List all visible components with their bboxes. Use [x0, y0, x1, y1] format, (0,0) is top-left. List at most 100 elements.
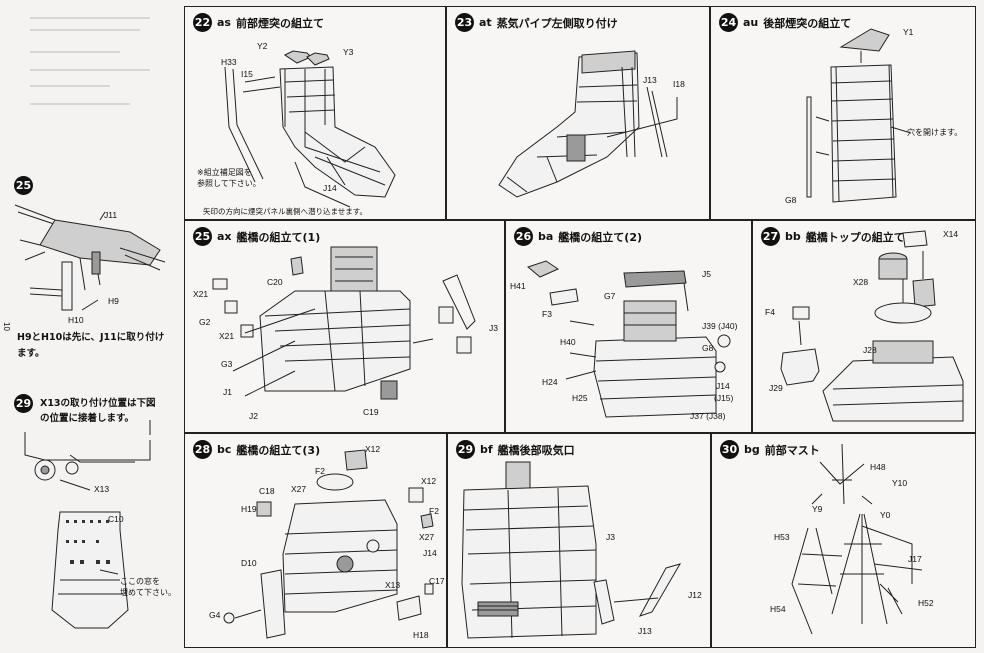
part-label-h19: H19	[241, 504, 257, 514]
part-label-y2: Y2	[257, 41, 268, 51]
part-label-j5: J5	[702, 269, 711, 279]
part-label-f2-top: F2	[315, 466, 325, 476]
step-title: 艦橋の組立て(3)	[236, 443, 321, 457]
step-title: 艦橋の組立て(2)	[558, 230, 643, 244]
part-label-x28: X28	[853, 277, 869, 287]
part-label-f4: F4	[765, 307, 775, 317]
part-label-y0: Y0	[880, 510, 891, 520]
part-label-h52: H52	[918, 598, 934, 608]
part-label-j1: J1	[223, 387, 232, 397]
step-header: 25 ax 艦橋の組立て(1)	[193, 227, 320, 246]
part-label-c17: C17	[429, 576, 445, 586]
step-code: bg	[744, 443, 760, 456]
part-label-h48: H48	[870, 462, 886, 472]
step-header: 30 bg 前部マスト	[720, 440, 820, 459]
step-header: 22 as 前部煙突の組立て	[193, 13, 324, 32]
bridge-assembly-3-illustration	[223, 449, 434, 639]
part-label-c10: C10	[108, 514, 124, 524]
part-label-x13: X13	[385, 580, 401, 590]
step-23-panel: 23 at 蒸気パイプ左側取り付け J13 I18	[446, 6, 710, 220]
foremast-illustration	[791, 443, 923, 635]
part-label-g8: G8	[702, 343, 714, 353]
part-label-j14: J14	[323, 183, 337, 193]
step-27-panel: 27 bb 艦橋トップの組立て X14 X28 F4 J28 J29	[752, 220, 976, 433]
step-number-badge: 29	[456, 440, 475, 459]
step-24-panel: 24 au 後部煙突の組立て Y1 G8 穴を開けます。	[710, 6, 976, 220]
part-label-h54: H54	[770, 604, 786, 614]
part-label-j37: J37 (J38)	[690, 411, 726, 421]
part-label-h53: H53	[774, 532, 790, 542]
part-label-x12-top: X12	[365, 444, 381, 454]
part-label-j13: J13	[638, 626, 652, 636]
part-label-f3: F3	[542, 309, 552, 319]
step-title: 蒸気パイプ左側取り付け	[496, 16, 618, 30]
step-22-panel: 22 as 前部煙突の組立て Y2 Y3 H33 I15 J14 ※組立補足図を…	[184, 6, 446, 220]
part-label-h24: H24	[542, 377, 558, 387]
part-label-x14: X14	[943, 229, 959, 239]
step-number-badge: 29	[14, 394, 33, 413]
part-label-j13: J13	[643, 75, 657, 85]
step-title: 艦橋の組立て(1)	[236, 230, 321, 244]
part-label-x12-right: X12	[421, 476, 437, 486]
step-number-badge: 24	[719, 13, 738, 32]
step-30-panel: 30 bg 前部マスト H48 Y10 Y9 Y0 H53 J17 H54 H5…	[711, 433, 976, 648]
step-header: 26 ba 艦橋の組立て(2)	[514, 227, 642, 246]
part-label-j15: (J15)	[714, 393, 734, 403]
step-header: 27 bb 艦橋トップの組立て	[761, 227, 905, 246]
part-label-x27-right: X27	[419, 532, 435, 542]
bridge-assembly-1-illustration	[212, 246, 476, 400]
step-header: 24 au 後部煙突の組立て	[719, 13, 851, 32]
part-label-y10: Y10	[892, 478, 908, 488]
part-label-y1: Y1	[903, 27, 914, 37]
part-label-f2-right: F2	[429, 506, 439, 516]
step-number-badge: 25	[193, 227, 212, 246]
left-step-29: 29 X13の取り付け位置は下図 の位置に接着します。 X13 C10 ここの窓…	[0, 380, 184, 653]
part-label-j28: J28	[863, 345, 877, 355]
part-label-j2: J2	[249, 411, 258, 421]
part-label-j11: J11	[104, 210, 118, 220]
step-title: 前部煙突の組立て	[235, 16, 324, 30]
step-code: au	[743, 16, 759, 29]
part-label-g7: G7	[604, 291, 616, 301]
part-label-h41: H41	[510, 281, 526, 291]
part-label-h33: H33	[221, 57, 237, 67]
arrow-direction-note: 矢印の方向に煙突パネル裏側へ潜り込ませます。	[203, 207, 368, 216]
part-label-h25: H25	[572, 393, 588, 403]
drill-hole-note: 穴を開けます。	[907, 128, 963, 137]
bridge-assembly-2-illustration	[526, 260, 731, 418]
part-label-i15: I15	[241, 69, 253, 79]
part-label-j14: J14	[423, 548, 437, 558]
step-number-badge: 28	[193, 440, 212, 459]
step-code: as	[217, 16, 231, 29]
step-number-badge: 27	[761, 227, 780, 246]
step-29-panel: 29 bf 艦橋後部吸気口 J3 J12 J13	[447, 433, 711, 648]
supplement-note: ※組立補足図を 参照して下さい。	[197, 168, 261, 188]
assembly-note-29: X13の取り付け位置は下図 の位置に接着します。	[40, 398, 156, 424]
rear-funnel-illustration	[806, 28, 912, 203]
step-title: 艦橋後部吸気口	[497, 443, 575, 457]
step-26-panel: 26 ba 艦橋の組立て(2) H41 J5 F3 G7 H40 J39 (J4…	[505, 220, 752, 433]
part-label-j3: J3	[489, 323, 498, 333]
step-code: bb	[785, 230, 801, 243]
part-label-h40: H40	[560, 337, 576, 347]
step-code: ax	[217, 230, 232, 243]
part-label-h9: H9	[108, 296, 119, 306]
step-code: at	[479, 16, 492, 29]
step-code: bf	[480, 443, 493, 456]
part-label-d10: D10	[241, 558, 257, 568]
step-title: 後部煙突の組立て	[763, 16, 852, 30]
front-funnel-illustration	[224, 50, 396, 208]
window-fill-note: ここの窓を 埋めて下さい。	[120, 577, 176, 597]
part-label-y9: Y9	[812, 504, 823, 514]
step-header: 28 bc 艦橋の組立て(3)	[193, 440, 320, 459]
left-step-25: 25 J11 H9 H10 H9とH10は先に、J11に取り付け ます。	[0, 0, 184, 653]
part-label-x27-left: X27	[291, 484, 307, 494]
part-label-g3: G3	[221, 359, 233, 369]
step-code: ba	[538, 230, 554, 243]
part-label-j17: J17	[908, 554, 922, 564]
part-label-x21-mid: X21	[219, 331, 235, 341]
part-label-c20: C20	[267, 277, 283, 287]
left-faded-text	[30, 17, 150, 105]
part-label-h18: H18	[413, 630, 429, 640]
step-header: 29 bf 艦橋後部吸気口	[456, 440, 575, 459]
